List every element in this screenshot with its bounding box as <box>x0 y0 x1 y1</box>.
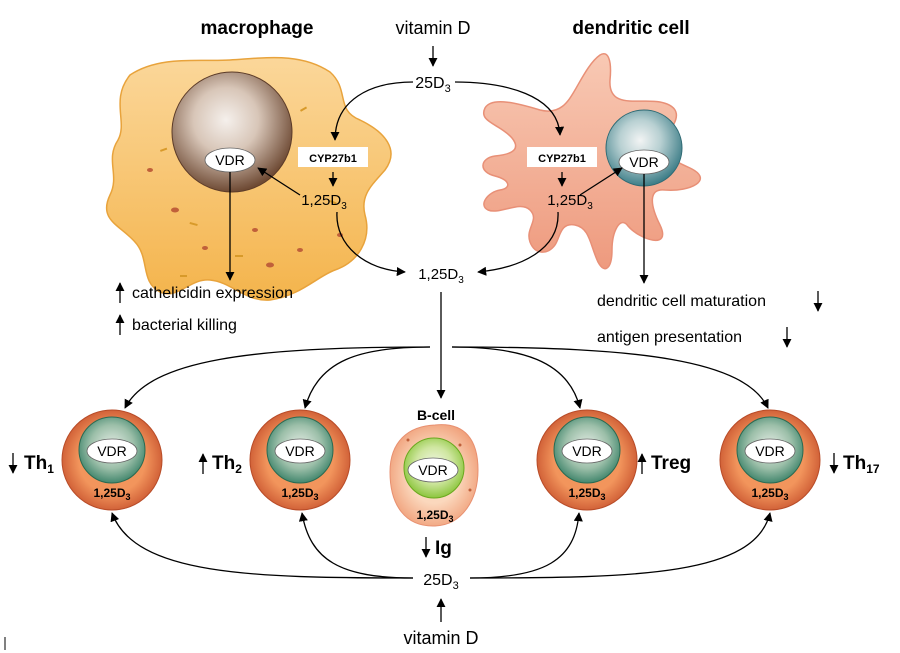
dendritic-enzyme: CYP27b1 <box>538 153 586 165</box>
th2-label: Th2 <box>212 453 242 476</box>
bcell-vdr: VDR <box>418 462 448 478</box>
dendritic-effect-2: antigen presentation <box>597 329 742 346</box>
macrophage-enzyme: CYP27b1 <box>309 153 357 165</box>
bottom-25d3: 25D3 <box>423 572 458 592</box>
arrows <box>8 46 839 622</box>
th17-125d3: 1,25D3 <box>751 486 788 502</box>
bcell-125d3: 1,25D3 <box>416 508 453 524</box>
dendritic-effect-1: dendritic cell maturation <box>597 293 766 310</box>
bcell-title: B-cell <box>417 407 455 423</box>
top-vitamin-d: vitamin D <box>395 18 470 38</box>
macrophage-effect-2: bacterial killing <box>132 317 237 334</box>
vdr-ovals <box>86 147 796 483</box>
macrophage-cell <box>105 56 392 301</box>
center-125d3: 1,25D3 <box>418 266 464 286</box>
treg-125d3: 1,25D3 <box>568 486 605 502</box>
dendritic-enzyme-box <box>527 147 597 167</box>
macrophage-effect-1: cathelicidin expression <box>132 285 293 302</box>
macrophage-enzyme-box <box>298 147 368 167</box>
th2-125d3: 1,25D3 <box>281 486 318 502</box>
macrophage-vdr: VDR <box>215 152 245 168</box>
bottom-vitamin-d: vitamin D <box>403 628 478 648</box>
dendritic-title: dendritic cell <box>572 18 689 39</box>
th1-label: Th1 <box>24 453 54 476</box>
macrophage-title: macrophage <box>201 18 314 39</box>
dendritic-125d3: 1,25D3 <box>547 192 593 212</box>
th1-125d3: 1,25D3 <box>93 486 130 502</box>
dendritic-vdr: VDR <box>629 154 659 170</box>
macrophage-nucleus <box>171 71 293 193</box>
th2-vdr: VDR <box>285 443 315 459</box>
treg-vdr: VDR <box>572 443 602 459</box>
treg-label: Treg <box>651 453 691 474</box>
ig-label: Ig <box>435 538 452 559</box>
th17-label: Th17 <box>843 453 880 476</box>
top-25d3: 25D3 <box>415 75 450 95</box>
th1-vdr: VDR <box>97 443 127 459</box>
th17-vdr: VDR <box>755 443 785 459</box>
macrophage-125d3: 1,25D3 <box>301 192 347 212</box>
